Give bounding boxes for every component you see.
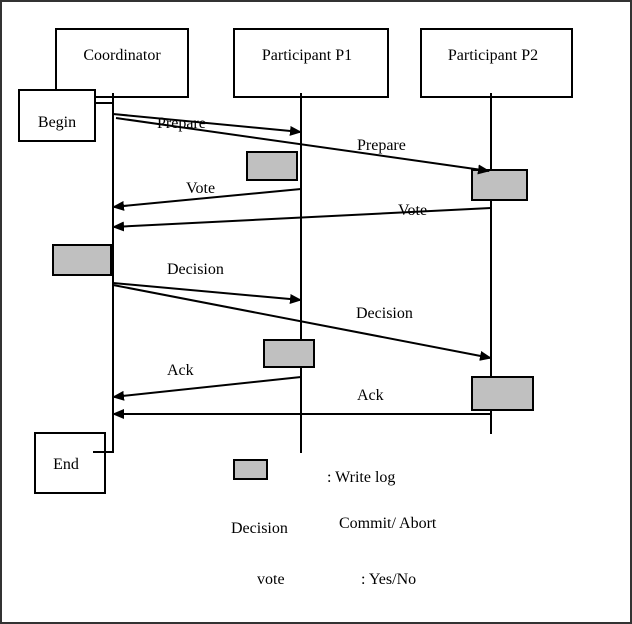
participant-p2-label: Participant P2 [448,47,538,64]
legend-log-swatch [233,459,268,480]
ack-label-p1: Ack [167,362,194,379]
participant-p1-header: Participant P1 [233,28,389,98]
legend-decision-desc: Commit/ Abort [339,515,437,532]
vote-label-p2: Vote [398,202,427,219]
prepare-arrow-p2 [115,117,490,175]
legend-write-log: : Write log [327,469,395,486]
ack-arrow-p1 [112,376,302,401]
end-label: End [53,456,79,473]
p1-write-log-1 [246,151,298,181]
legend: : Write log Decision Commit/ Abort vote … [231,459,437,588]
coordinator-header: Coordinator [55,28,189,98]
prepare-arrow-p1 [112,113,302,136]
begin-label: Begin [38,114,76,131]
decision-label-p1: Decision [167,261,224,278]
prepare-label-p1: Prepare [157,115,206,132]
p1-write-log-2 [263,339,315,368]
p2-write-log-2 [471,376,534,411]
coordinator-write-log [52,244,112,276]
decision-arrow-p1 [112,282,302,304]
legend-vote-term: vote [257,571,285,588]
legend-decision-term: Decision [231,520,288,537]
participant-p1-label: Participant P1 [262,47,352,64]
vote-arrow-p2 [112,207,492,232]
p2-write-log-1 [471,169,528,201]
vote-arrow-p1 [112,188,302,211]
decision-arrow-p2 [112,284,492,361]
end-state: End [34,432,113,494]
legend-vote-desc: : Yes/No [361,571,416,588]
coordinator-label: Coordinator [83,47,161,64]
vote-label-p1: Vote [186,180,215,197]
ack-label-p2: Ack [357,387,384,404]
prepare-label-p2: Prepare [357,137,406,154]
begin-state: Begin [18,89,113,142]
participant-p2-header: Participant P2 [420,28,573,98]
decision-label-p2: Decision [356,305,413,322]
